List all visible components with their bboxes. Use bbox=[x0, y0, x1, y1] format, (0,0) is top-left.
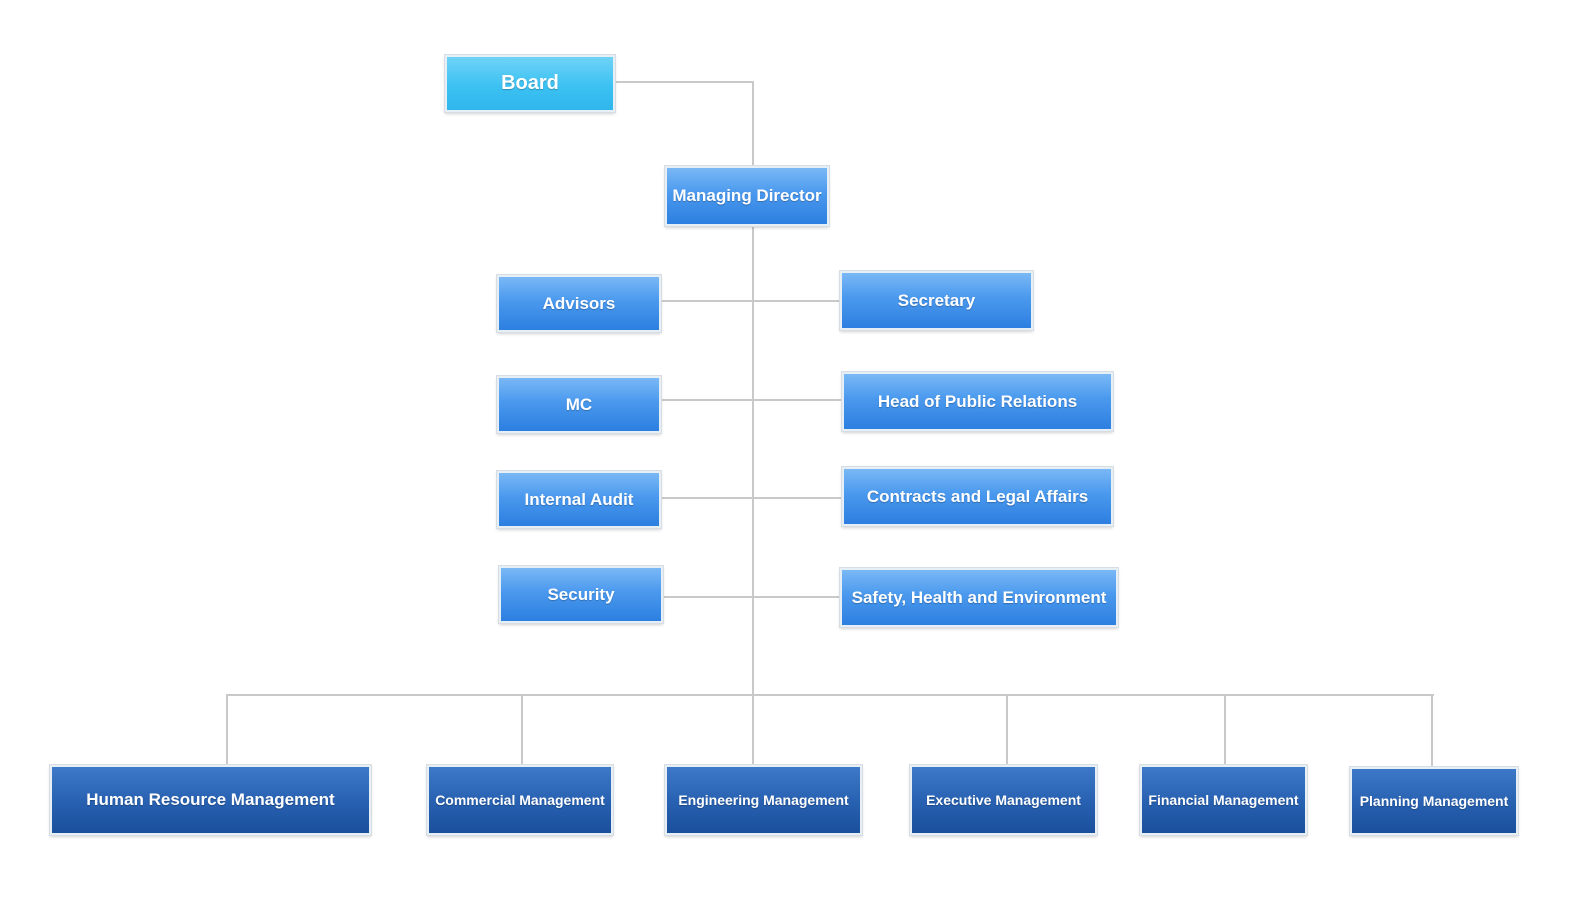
node-label: MC bbox=[565, 394, 593, 414]
node-commercial-management: Commercial Management bbox=[427, 765, 613, 835]
node-head-of-public-relations: Head of Public Relations bbox=[842, 372, 1113, 431]
node-label: Financial Management bbox=[1148, 792, 1299, 808]
connector-dept-1 bbox=[226, 694, 228, 766]
node-mc: MC bbox=[497, 376, 661, 433]
node-label: Safety, Health and Environment bbox=[851, 587, 1107, 607]
node-label: Board bbox=[501, 72, 559, 94]
node-executive-management: Executive Management bbox=[910, 765, 1097, 835]
node-engineering-management: Engineering Management bbox=[665, 765, 862, 835]
node-label: Engineering Management bbox=[678, 792, 849, 808]
node-label: Executive Management bbox=[926, 792, 1081, 808]
node-planning-management: Planning Management bbox=[1350, 767, 1518, 835]
node-label: Managing Director bbox=[672, 186, 822, 205]
connector-main-vertical bbox=[752, 81, 754, 765]
node-label: Advisors bbox=[542, 293, 616, 313]
connector-dept-4 bbox=[1006, 694, 1008, 766]
node-secretary: Secretary bbox=[840, 271, 1033, 330]
node-label: Secretary bbox=[897, 290, 976, 310]
node-internal-audit: Internal Audit bbox=[497, 471, 661, 528]
node-label: Head of Public Relations bbox=[877, 391, 1078, 411]
connector-row-3 bbox=[660, 497, 844, 499]
node-financial-management: Financial Management bbox=[1140, 765, 1307, 835]
node-label: Security bbox=[547, 584, 615, 604]
connector-board-horizontal bbox=[614, 81, 754, 83]
connector-departments-horizontal bbox=[226, 694, 1434, 696]
node-security: Security bbox=[499, 566, 663, 623]
node-human-resource-management: Human Resource Management bbox=[50, 765, 371, 835]
node-label: Planning Management bbox=[1359, 793, 1509, 809]
connector-dept-2 bbox=[521, 694, 523, 766]
node-managing-director: Managing Director bbox=[665, 166, 829, 226]
connector-row-4 bbox=[662, 596, 843, 598]
node-label: Contracts and Legal Affairs bbox=[866, 486, 1089, 506]
connector-row-1 bbox=[660, 300, 842, 302]
node-board: Board bbox=[445, 55, 615, 112]
node-label: Internal Audit bbox=[524, 489, 634, 509]
node-label: Human Resource Management bbox=[86, 790, 335, 809]
node-advisors: Advisors bbox=[497, 275, 661, 332]
node-safety-health-and-environment: Safety, Health and Environment bbox=[840, 568, 1118, 627]
connector-dept-6 bbox=[1431, 694, 1433, 768]
node-label: Commercial Management bbox=[435, 792, 605, 808]
connector-row-2 bbox=[660, 399, 844, 401]
node-contracts-and-legal-affairs: Contracts and Legal Affairs bbox=[842, 467, 1113, 526]
connector-dept-5 bbox=[1224, 694, 1226, 766]
